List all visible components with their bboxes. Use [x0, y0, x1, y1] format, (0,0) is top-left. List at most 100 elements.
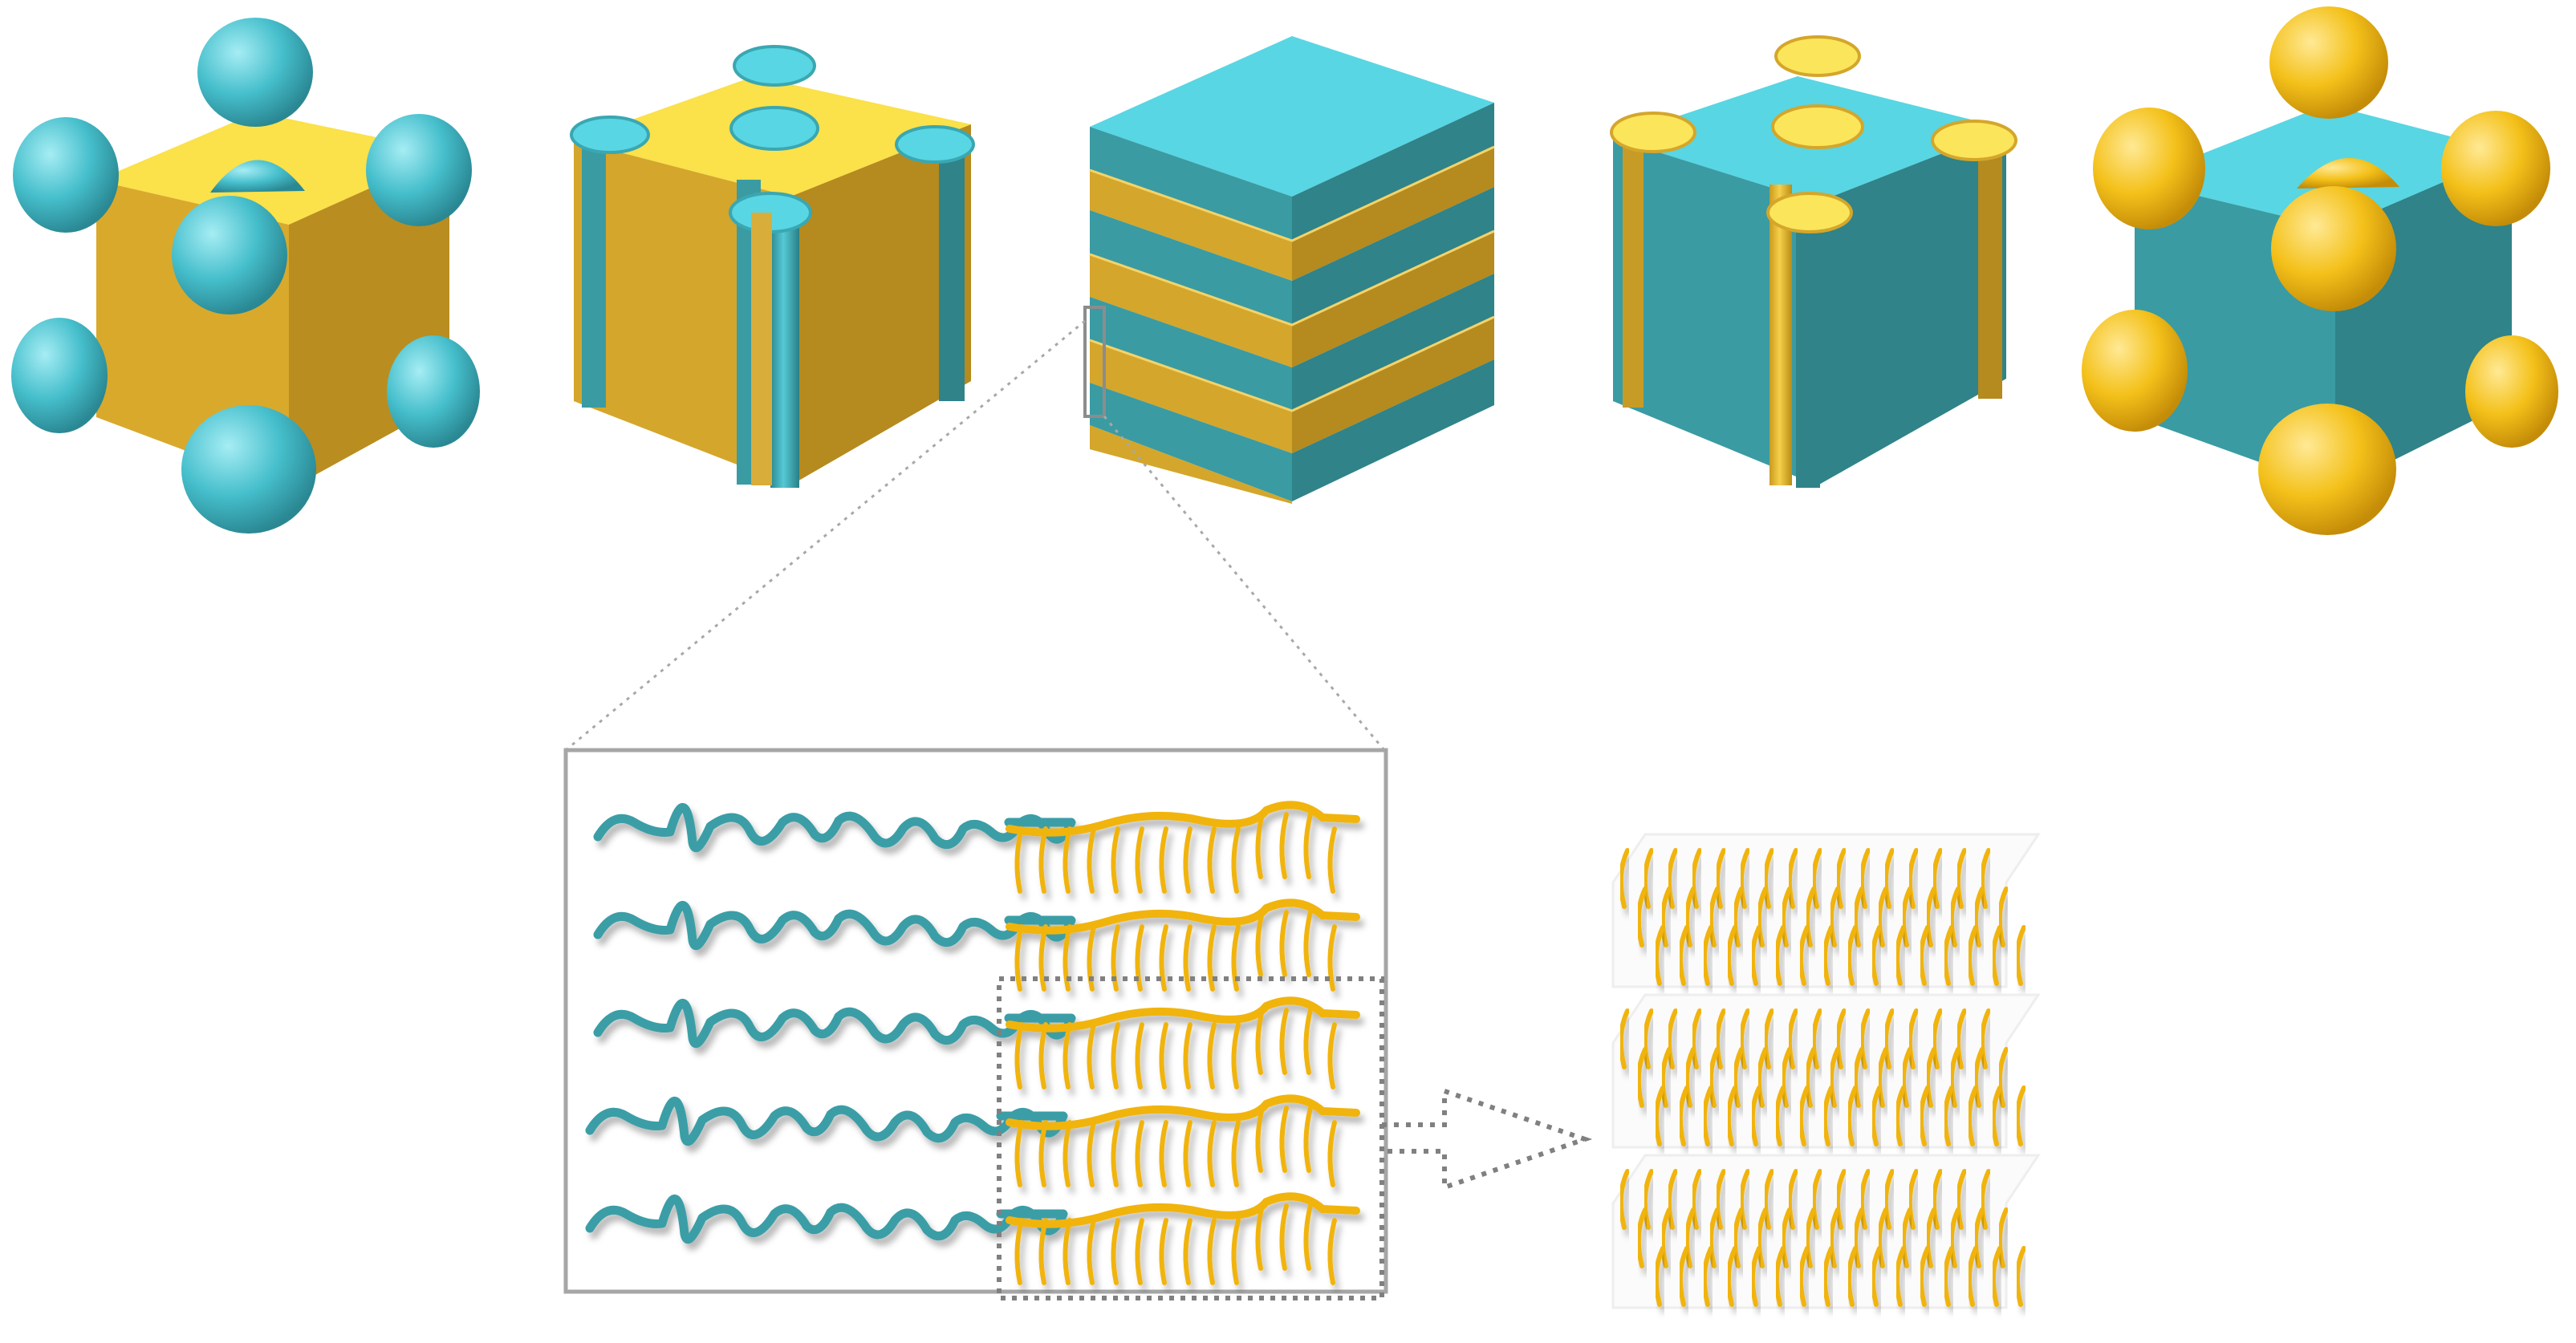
- side-chain: [1255, 1106, 1265, 1173]
- side-chain: [1708, 1207, 1720, 1268]
- side-chain: [1690, 1008, 1702, 1069]
- side-chain: [1997, 1207, 2009, 1268]
- side-chain: [1924, 1047, 1936, 1108]
- side-chain: [1279, 1203, 1289, 1271]
- side-chain: [1327, 1120, 1337, 1187]
- side-chain: [1979, 1169, 1991, 1230]
- side-chain: [1159, 1120, 1168, 1187]
- side-chain: [1231, 1022, 1241, 1089]
- side-chain: [1183, 924, 1193, 992]
- side-chain: [1822, 925, 1834, 986]
- side-chain: [1738, 1008, 1750, 1069]
- side-chain: [1804, 1207, 1816, 1268]
- side-chain: [1327, 1218, 1337, 1285]
- side-chain: [1756, 1047, 1768, 1108]
- side-chain: [2014, 925, 2026, 986]
- side-chain: [1883, 1169, 1895, 1230]
- side-chain: [1973, 1207, 1985, 1268]
- side-chain: [1942, 1246, 1954, 1307]
- side-chain: [1279, 910, 1289, 977]
- side-chain: [1684, 1207, 1696, 1268]
- side-chain: [1327, 1022, 1337, 1089]
- side-chain: [1828, 887, 1840, 947]
- side-chain: [1135, 924, 1144, 992]
- side-chain: [1732, 887, 1744, 947]
- side-chain: [1111, 826, 1120, 894]
- side-chain: [1780, 1207, 1792, 1268]
- side-chain: [1846, 925, 1858, 986]
- side-chain: [1756, 887, 1768, 947]
- side-chain: [1828, 1207, 1840, 1268]
- side-chain: [1303, 812, 1313, 879]
- side-chain: [1924, 887, 1936, 947]
- side-chain: [1870, 1246, 1882, 1307]
- side-chain: [1780, 887, 1792, 947]
- side-chain: [1810, 848, 1822, 909]
- selected-block-box: [997, 976, 1384, 1300]
- side-chain: [1762, 848, 1774, 909]
- side-chain: [1701, 1085, 1713, 1146]
- side-chain: [1231, 924, 1241, 992]
- side-chain: [1942, 1085, 1954, 1146]
- side-chain: [1714, 1169, 1726, 1230]
- side-chain: [1876, 1207, 1888, 1268]
- side-chain: [1635, 1047, 1648, 1108]
- chain-row: [593, 996, 1360, 1089]
- side-chain: [1900, 1207, 1912, 1268]
- sphere-icon: [11, 18, 480, 534]
- side-chain: [1973, 1047, 1985, 1108]
- side-chain: [1159, 1022, 1168, 1089]
- side-chain: [1810, 1169, 1822, 1230]
- side-chain: [1255, 910, 1265, 977]
- side-chain: [1834, 1008, 1847, 1069]
- side-chain: [1997, 887, 2009, 947]
- side-chain: [1618, 1008, 1630, 1069]
- side-chain: [1822, 1246, 1834, 1307]
- cube-cylinders-gold-in-teal: [1610, 35, 2017, 488]
- side-chain: [1725, 1246, 1737, 1307]
- side-chain: [1990, 1246, 2002, 1307]
- side-chain: [1135, 1022, 1144, 1089]
- coil-block: [593, 900, 1076, 951]
- side-chain: [1014, 1120, 1024, 1187]
- side-chain: [1749, 1085, 1761, 1146]
- side-chain: [1159, 826, 1168, 894]
- side-chain: [1207, 924, 1217, 992]
- side-chain: [1870, 1085, 1882, 1146]
- side-chain: [1660, 1047, 1672, 1108]
- side-chain: [1642, 1008, 1654, 1069]
- side-chain: [1303, 1106, 1313, 1173]
- side-chain: [1666, 1169, 1678, 1230]
- side-chain: [1774, 1085, 1786, 1146]
- side-chain: [1955, 1169, 1967, 1230]
- side-chain: [1931, 1169, 1943, 1230]
- side-chain: [1618, 848, 1630, 909]
- side-chain: [1883, 1008, 1895, 1069]
- side-chain: [1907, 1008, 1919, 1069]
- side-chain: [1062, 1218, 1072, 1285]
- stacked-side-chain-layers-icon: [1611, 833, 2041, 1309]
- side-chain: [1327, 924, 1337, 992]
- side-chain: [1183, 1218, 1193, 1285]
- side-chain: [1749, 925, 1761, 986]
- cube-spheres-teal-in-gold: [11, 18, 480, 534]
- side-chain: [1834, 1169, 1847, 1230]
- side-chain: [1732, 1047, 1744, 1108]
- side-chain: [1846, 1246, 1858, 1307]
- side-chain: [1918, 925, 1930, 986]
- side-chain: [1666, 1008, 1678, 1069]
- side-chain: [1207, 1120, 1217, 1187]
- side-chain: [1653, 925, 1665, 986]
- side-chain: [1804, 887, 1816, 947]
- side-chain: [1653, 1085, 1665, 1146]
- side-chain: [1111, 924, 1120, 992]
- side-chain: [1014, 1218, 1024, 1285]
- side-chain: [1618, 1169, 1630, 1230]
- side-chain: [1900, 887, 1912, 947]
- coil-block: [585, 1194, 1068, 1244]
- side-chain: [1327, 826, 1337, 894]
- side-chain: [1279, 812, 1289, 879]
- side-chain: [1966, 1246, 1978, 1307]
- side-chain: [1870, 925, 1882, 986]
